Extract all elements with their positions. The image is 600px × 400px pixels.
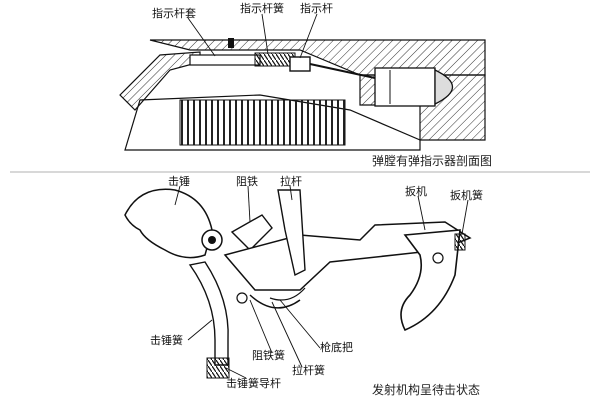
sear-spring [249, 294, 301, 309]
label-indicator-rod: 指示杆 [300, 2, 333, 15]
caption-bottom: 发射机构呈待击状态 [372, 383, 481, 397]
hammer-spring [206, 357, 230, 379]
label-hammer: 击锤 [168, 175, 190, 188]
trigger-pivot [432, 252, 444, 264]
hammer-spring-guide [188, 261, 229, 366]
firing-mechanism [124, 185, 472, 379]
caption-top: 弹膛有弹指示器剖面图 [372, 154, 493, 168]
label-sear: 阻铁 [236, 175, 258, 188]
indicator-sleeve [189, 54, 261, 66]
indicator-rod-shaft [309, 63, 376, 79]
slide-serrations [179, 99, 346, 146]
chamber-indicator-section [10, 13, 590, 173]
sear [230, 214, 273, 251]
trigger [400, 229, 461, 332]
label-trigger: 扳机 [405, 185, 427, 198]
drawbar-spring [269, 287, 306, 301]
label-indicator-spring: 指示杆簧 [240, 2, 284, 15]
cartridge [374, 67, 454, 107]
hammer [124, 188, 213, 259]
drawbar [277, 189, 306, 277]
label-drawbar-spring: 拉杆簧 [292, 364, 325, 377]
frame-outline [124, 94, 421, 151]
label-sear-spring: 阻铁簧 [252, 349, 285, 362]
trigger-spring [454, 233, 466, 251]
label-grip-base: 枪底把 [320, 341, 353, 354]
label-hammer-spring: 击锤簧 [150, 334, 183, 347]
label-drawbar: 拉杆 [280, 175, 302, 188]
indicator-rod [289, 56, 311, 72]
sleeve-cap [228, 38, 234, 48]
label-indicator-sleeve: 指示杆套 [152, 7, 196, 20]
label-trigger-spring: 扳机簧 [450, 189, 483, 202]
indicator-spring [254, 52, 296, 67]
label-hammer-spring-guide: 击锤簧导杆 [226, 377, 281, 390]
